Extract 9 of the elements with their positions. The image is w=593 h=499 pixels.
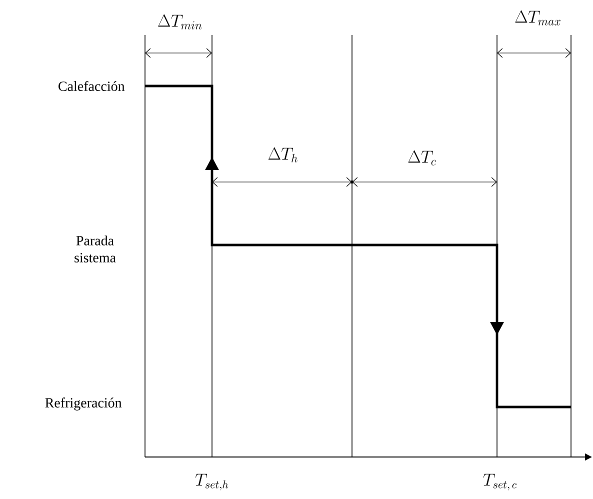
dimension-label: $\Delta T_{max}$: [515, 10, 560, 26]
setpoint-label: $T_{set,h}$: [195, 474, 228, 490]
setpoint-label: $T_{set,\,c}$: [483, 474, 517, 490]
dimension-label: $\Delta T_{h}$: [268, 147, 298, 162]
dimension-label: $\Delta T_{c}$: [408, 150, 436, 166]
dimension-label: $\Delta T_{min}$: [158, 14, 202, 30]
state-label: Refrigeración: [45, 398, 122, 410]
state-label: Parada sistema: [74, 236, 116, 262]
state-label: Calefacción: [58, 81, 125, 91]
